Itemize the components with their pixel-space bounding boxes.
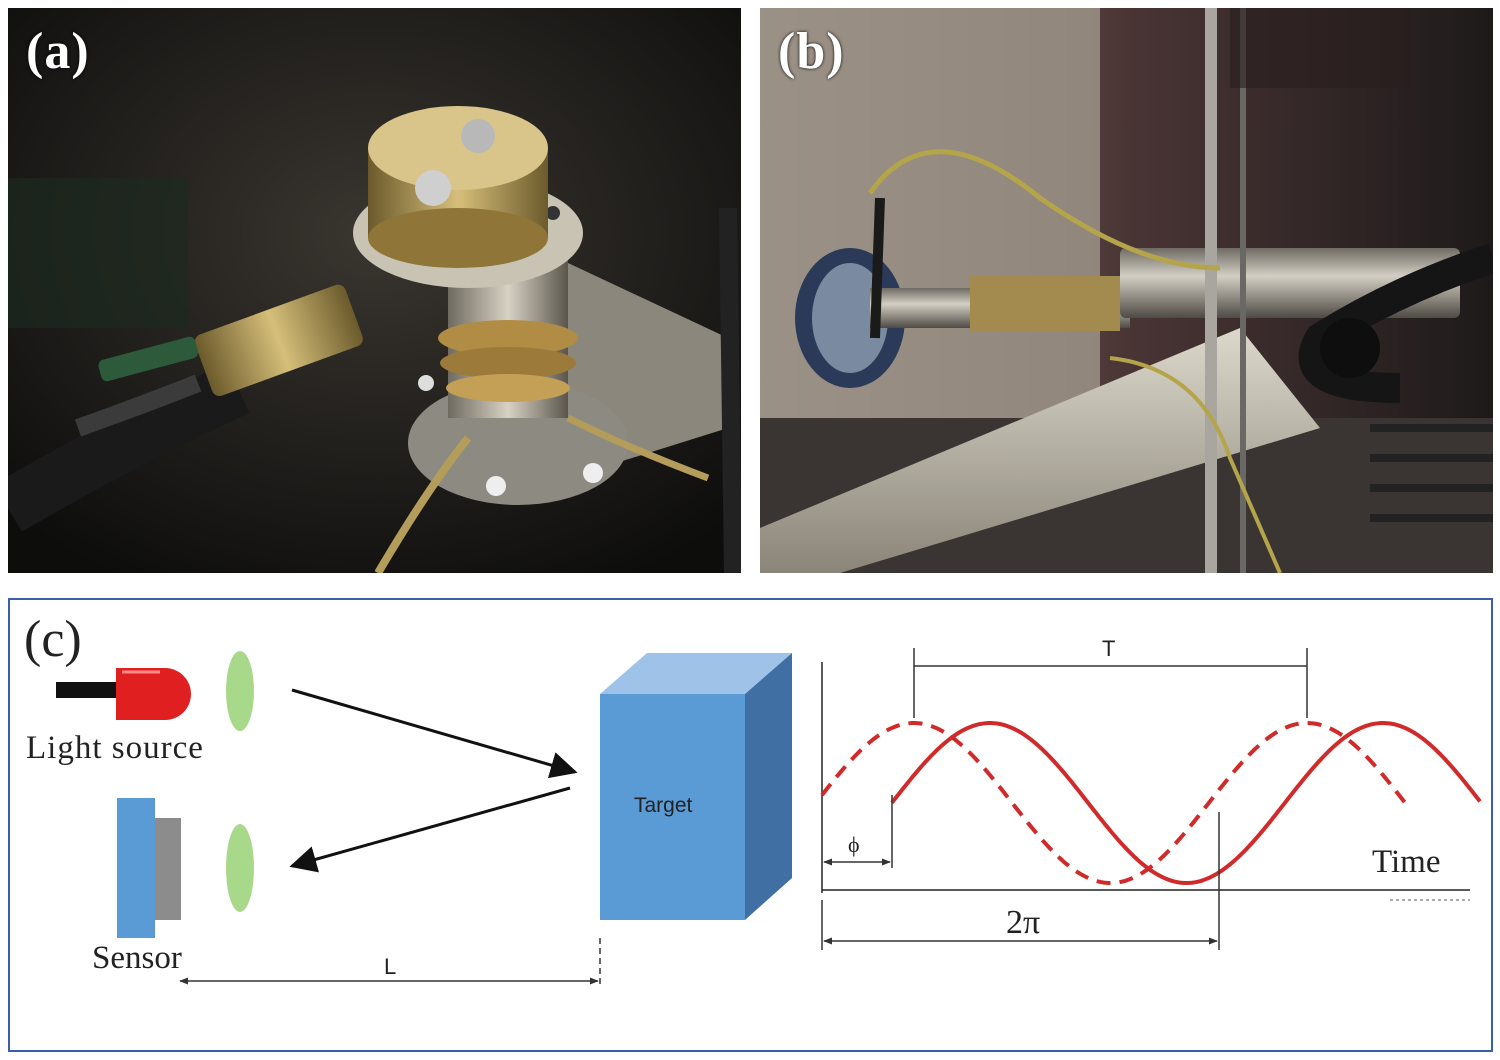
- panel-label-c: (c): [24, 611, 82, 668]
- light-source-icon: [56, 668, 191, 720]
- light-source-label: Light source: [26, 730, 204, 766]
- source-lens-icon: [226, 651, 254, 731]
- panel-label-a: (a): [26, 23, 90, 80]
- reference-wave-dashed: [820, 721, 1412, 886]
- diagram-svg: [56, 648, 1482, 986]
- photo-b-illustration: [760, 8, 1493, 573]
- period-label: T: [1102, 636, 1116, 661]
- phase-label: ϕ: [848, 832, 860, 857]
- sensor-icon: [117, 798, 181, 938]
- measured-wave-solid: [890, 721, 1482, 886]
- photo-panel-b: (b): [760, 8, 1493, 573]
- diagram-panel-c: (c) Light source Sensor Target L T ϕ 2π …: [8, 598, 1493, 1052]
- reflected-beam-arrow: [289, 786, 571, 873]
- photo-panel-a: (a): [8, 8, 741, 573]
- incident-beam-arrow: [291, 688, 578, 779]
- sensor-label: Sensor: [92, 940, 182, 976]
- distance-label: L: [384, 954, 397, 979]
- photo-a-illustration: [8, 8, 741, 573]
- target-label: Target: [634, 794, 693, 817]
- target-box: [600, 653, 792, 920]
- two-pi-label: 2π: [1006, 904, 1041, 941]
- panel-label-b: (b): [778, 23, 845, 80]
- sensor-lens-icon: [226, 824, 254, 912]
- time-axis-label: Time: [1372, 844, 1441, 880]
